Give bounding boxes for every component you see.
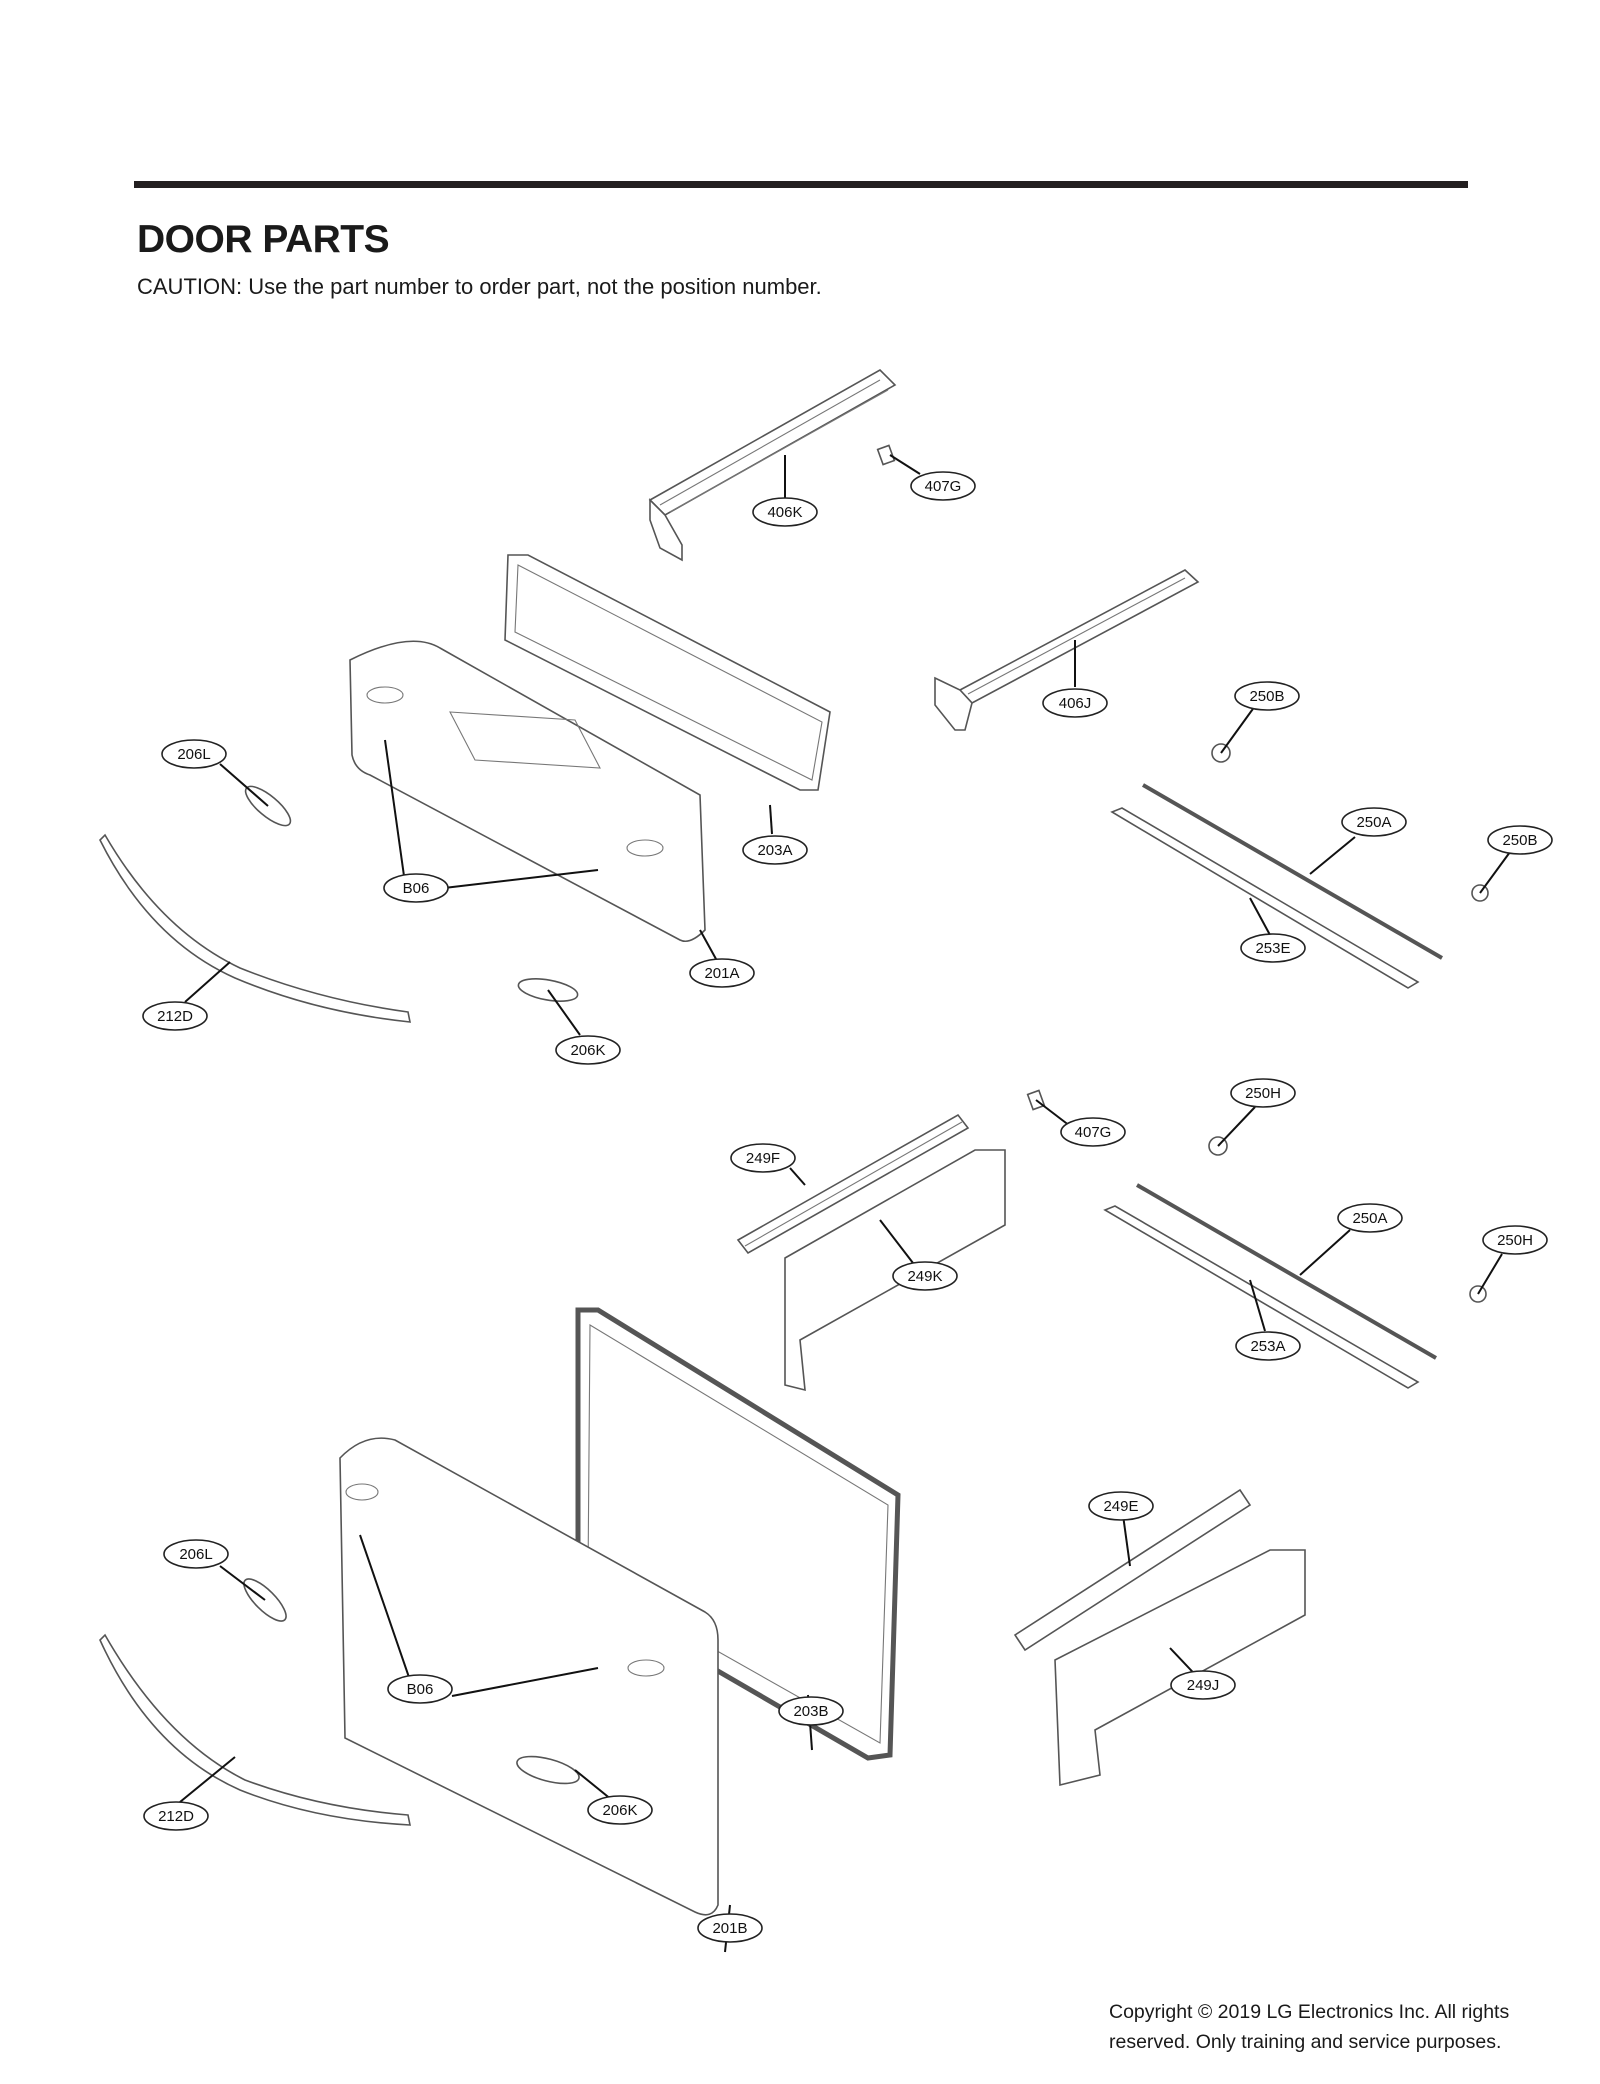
- callout-249f: 249F: [730, 1143, 796, 1173]
- part-212d-handle-lower: [99, 1633, 411, 1826]
- caution-note: CAUTION: Use the part number to order pa…: [137, 274, 822, 299]
- svg-text:249E: 249E: [1103, 1498, 1138, 1515]
- callout-201b: 201B: [697, 1913, 763, 1943]
- callout-203b: 203B: [778, 1696, 844, 1726]
- copyright-line-2: reserved. Only training and service purp…: [1109, 2031, 1502, 2053]
- part-249f-slide: [736, 1113, 970, 1255]
- svg-text:250A: 250A: [1352, 1210, 1387, 1227]
- callout-250a: 250A: [1337, 1203, 1403, 1233]
- callout-201a: 201A: [689, 958, 755, 988]
- page-title: DOOR PARTS: [137, 218, 390, 261]
- callout-406k: 406K: [752, 497, 818, 527]
- callout-253e: 253E: [1240, 933, 1306, 963]
- header-rule: [134, 181, 1468, 188]
- callout-b06: B06: [383, 873, 449, 903]
- part-406j-rail: [934, 569, 1200, 731]
- svg-text:B06: B06: [403, 880, 430, 897]
- svg-text:250B: 250B: [1502, 832, 1537, 849]
- callout-206l: 206L: [161, 739, 227, 769]
- svg-text:250H: 250H: [1497, 1232, 1533, 1249]
- leader-lines: [179, 454, 1511, 1953]
- callout-407g: 407G: [1060, 1117, 1126, 1147]
- copyright-notice: Copyright © 2019 LG Electronics Inc. All…: [1109, 1997, 1569, 2057]
- svg-text:249K: 249K: [907, 1268, 942, 1285]
- svg-text:206L: 206L: [179, 1546, 212, 1563]
- svg-text:203A: 203A: [757, 842, 792, 859]
- callout-b06: B06: [387, 1674, 453, 1704]
- callout-249k: 249K: [892, 1261, 958, 1291]
- callout-250a: 250A: [1341, 807, 1407, 837]
- svg-text:250B: 250B: [1249, 688, 1284, 705]
- callout-250h: 250H: [1230, 1078, 1296, 1108]
- svg-text:407G: 407G: [1075, 1124, 1112, 1141]
- svg-text:407G: 407G: [925, 478, 962, 495]
- part-407g-clip: [876, 444, 896, 466]
- svg-text:253A: 253A: [1250, 1338, 1285, 1355]
- callout-407g: 407G: [910, 471, 976, 501]
- svg-text:212D: 212D: [158, 1808, 194, 1825]
- callout-406j: 406J: [1042, 688, 1108, 718]
- callout-250b: 250B: [1234, 681, 1300, 711]
- part-406k-rail: [648, 369, 897, 562]
- callout-212d: 212D: [143, 1801, 209, 1831]
- svg-text:212D: 212D: [157, 1008, 193, 1025]
- callout-249e: 249E: [1088, 1491, 1154, 1521]
- part-206k-cap-lower: [516, 1755, 580, 1785]
- svg-text:201B: 201B: [712, 1920, 747, 1937]
- svg-text:206K: 206K: [570, 1042, 605, 1059]
- callout-203a: 203A: [742, 835, 808, 865]
- part-250a-shaft-lower: [1135, 1183, 1438, 1360]
- callout-206l: 206L: [163, 1539, 229, 1569]
- callout-250b: 250B: [1487, 825, 1553, 855]
- svg-text:203B: 203B: [793, 1703, 828, 1720]
- callout-250h: 250H: [1482, 1225, 1548, 1255]
- part-253e-rail: [1110, 807, 1420, 989]
- part-249e-slide: [1013, 1488, 1252, 1652]
- part-212d-handle: [99, 833, 411, 1023]
- svg-text:B06: B06: [407, 1681, 434, 1698]
- callout-253a: 253A: [1235, 1331, 1301, 1361]
- callout-206k: 206K: [587, 1795, 653, 1825]
- callout-212d: 212D: [142, 1001, 208, 1031]
- part-203a-gasket: [504, 554, 831, 791]
- svg-text:206K: 206K: [602, 1802, 637, 1819]
- callout-206k: 206K: [555, 1035, 621, 1065]
- svg-text:206L: 206L: [177, 746, 210, 763]
- part-201a-drawer-front: [349, 640, 706, 943]
- callout-249j: 249J: [1170, 1670, 1236, 1700]
- copyright-line-1: Copyright © 2019 LG Electronics Inc. All…: [1109, 2001, 1510, 2023]
- svg-text:406J: 406J: [1059, 695, 1092, 712]
- part-253a-rail: [1103, 1205, 1420, 1389]
- svg-text:250H: 250H: [1245, 1085, 1281, 1102]
- svg-text:249J: 249J: [1187, 1677, 1220, 1694]
- svg-text:250A: 250A: [1356, 814, 1391, 831]
- svg-text:406K: 406K: [767, 504, 802, 521]
- svg-text:201A: 201A: [704, 965, 739, 982]
- svg-text:253E: 253E: [1255, 940, 1290, 957]
- svg-text:249F: 249F: [746, 1150, 780, 1167]
- part-250a-shaft: [1141, 783, 1444, 960]
